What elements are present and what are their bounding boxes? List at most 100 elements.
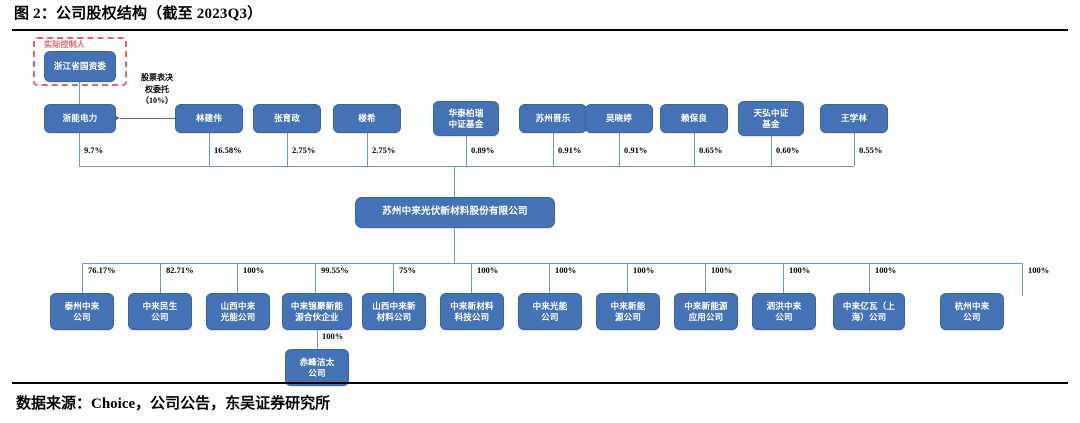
node-label: 中来新能 源公司 [610,300,646,322]
node-label: 王学林 [840,113,868,124]
node-subsidiary-2[interactable]: 山西中来 光能公司 [206,293,270,330]
drop-line-shareholder-8 [771,136,772,166]
node-shareholder-8[interactable]: 天弘中证 基金 [738,101,804,136]
drop-line-subsidiary-0 [82,263,83,296]
node-controller-sasac[interactable]: 浙江省国资委 [44,51,116,82]
node-shareholder-4[interactable]: 华泰柏瑞 中证基金 [433,101,499,136]
node-label: 杭州中来 公司 [954,300,990,322]
node-label: 赤峰洁太 公司 [299,356,335,378]
percent-subsidiary-1: 82.71% [166,265,194,275]
node-subsidiary-11[interactable]: 杭州中来 公司 [940,293,1004,330]
node-subsidiary-1[interactable]: 中来民生 公司 [128,293,192,330]
node-shareholder-2[interactable]: 张育政 [253,104,321,133]
figure-title: 图 2：公司股权结构（截至 2023Q3） [14,6,263,22]
percent-shareholder-8: 0.60% [776,145,800,155]
node-label: 赖保良 [680,113,708,124]
node-shareholder-1[interactable]: 林建伟 [175,104,243,133]
drop-line-subsidiary-2 [237,263,238,296]
node-shareholder-9[interactable]: 王学林 [820,104,888,133]
percent-subsidiary-3: 99.55% [321,265,349,275]
drop-line-subsidiary-6 [549,263,550,296]
drop-line-shareholder-2 [287,133,288,166]
percent-subsidiary-4: 75% [399,265,416,275]
drop-line-subsidiary-11 [1022,263,1023,296]
drop-line-shareholder-4 [466,136,467,166]
voting-proxy-note: 股票表决 权委托 （10%） [128,72,186,107]
percent-subsidiary-6: 100% [555,265,577,275]
equity-structure-diagram: 实际控制人 浙江省国资委 股票表决 权委托 （10%） 浙能电力 林建伟 张育政… [0,31,1080,386]
percent-shareholder-6: 0.91% [624,145,648,155]
node-subsidiary-0[interactable]: 泰州中来 公司 [50,293,114,330]
drop-line-subsidiary-9 [783,263,784,296]
percent-subsidiary-11: 100% [1028,265,1050,275]
node-center-company[interactable]: 苏州中来光伏新材料股份有限公司 [355,197,555,228]
percent-shareholder-4: 0.89% [471,145,495,155]
drop-line-shareholder-1 [209,133,210,166]
node-subsidiary-7[interactable]: 中来新能 源公司 [596,293,660,330]
link-bus-to-center-company [454,166,455,200]
percent-shareholder-0: 9.7% [84,145,104,155]
node-label: 林建伟 [195,113,223,124]
proxy-note-line1: 股票表决 [141,73,173,82]
link-proxy-arrow-line [120,118,175,119]
node-label: 浙江省国资委 [53,61,107,72]
drop-line-shareholder-0 [79,133,80,166]
node-subsidiary-6[interactable]: 中来光能 公司 [518,293,582,330]
link-subsidiary3-to-sub-subsidiary [317,330,318,352]
drop-line-subsidiary-7 [627,263,628,296]
node-label: 泗洪中来 公司 [766,300,802,322]
node-shareholder-5[interactable]: 苏州晋乐 [519,104,587,133]
node-label: 中来光能 公司 [532,300,568,322]
drop-line-shareholder-7 [694,133,695,166]
drop-line-subsidiary-8 [705,263,706,296]
node-label: 中来亿瓦（上 海）公司 [842,300,896,322]
node-label: 华泰柏瑞 中证基金 [448,107,484,129]
node-label: 吴晓婷 [605,113,633,124]
node-subsidiary-8[interactable]: 中来新能源 应用公司 [674,293,738,330]
link-controller-to-zheneng [79,82,80,105]
percent-shareholder-2: 2.75% [292,145,316,155]
node-shareholder-6[interactable]: 吴晓婷 [585,104,653,133]
node-label: 中来民生 公司 [142,300,178,322]
node-subsidiary-9[interactable]: 泗洪中来 公司 [752,293,816,330]
drop-line-shareholder-9 [854,133,855,166]
drop-line-subsidiary-10 [869,263,870,296]
actual-controller-frame [33,37,127,86]
percent-subsidiary-8: 100% [711,265,733,275]
node-label: 苏州晋乐 [535,113,571,124]
drop-line-subsidiary-5 [471,263,472,296]
data-source-note: 数据来源：Choice，公司公告，东吴证券研究所 [16,396,331,412]
percent-shareholder-1: 16.58% [214,145,242,155]
node-label: 山西中来 光能公司 [220,300,256,322]
percent-subsidiary-0: 76.17% [88,265,116,275]
node-shareholder-3[interactable]: 楼希 [333,104,401,133]
node-label: 浙能电力 [62,113,98,124]
percent-subsidiary-7: 100% [633,265,655,275]
percent-shareholder-5: 0.91% [558,145,582,155]
percent-shareholder-3: 2.75% [372,145,396,155]
percent-sub-subsidiary: 100% [322,331,344,341]
percent-subsidiary-2: 100% [243,265,265,275]
node-subsidiary-4[interactable]: 山西中来新 材料公司 [362,293,426,330]
drop-line-shareholder-6 [619,133,620,166]
percent-subsidiary-10: 100% [875,265,897,275]
percent-shareholder-9: 0.55% [859,145,883,155]
node-label: 泰州中来 公司 [64,300,100,322]
drop-line-shareholder-3 [367,133,368,166]
proxy-note-line3: （10%） [141,96,173,106]
node-label: 楼希 [358,113,376,124]
node-subsidiary-5[interactable]: 中来新材料 科技公司 [440,293,504,330]
node-sub-subsidiary[interactable]: 赤峰洁太 公司 [285,349,349,386]
node-subsidiary-3[interactable]: 中来锦聚新能 源合伙企业 [282,293,352,330]
drop-line-subsidiary-1 [160,263,161,296]
node-label: 苏州中来光伏新材料股份有限公司 [382,207,528,218]
node-label: 中来新能源 应用公司 [684,300,728,322]
proxy-note-line2: 权委托 [145,84,169,94]
percent-subsidiary-9: 100% [789,265,811,275]
node-label: 山西中来新 材料公司 [372,300,416,322]
shareholder-collector-bus [79,166,854,167]
node-shareholder-7[interactable]: 赖保良 [660,104,728,133]
node-shareholder-0[interactable]: 浙能电力 [44,104,116,133]
node-subsidiary-10[interactable]: 中来亿瓦（上 海）公司 [833,293,905,330]
node-label: 中来锦聚新能 源合伙企业 [290,300,344,322]
